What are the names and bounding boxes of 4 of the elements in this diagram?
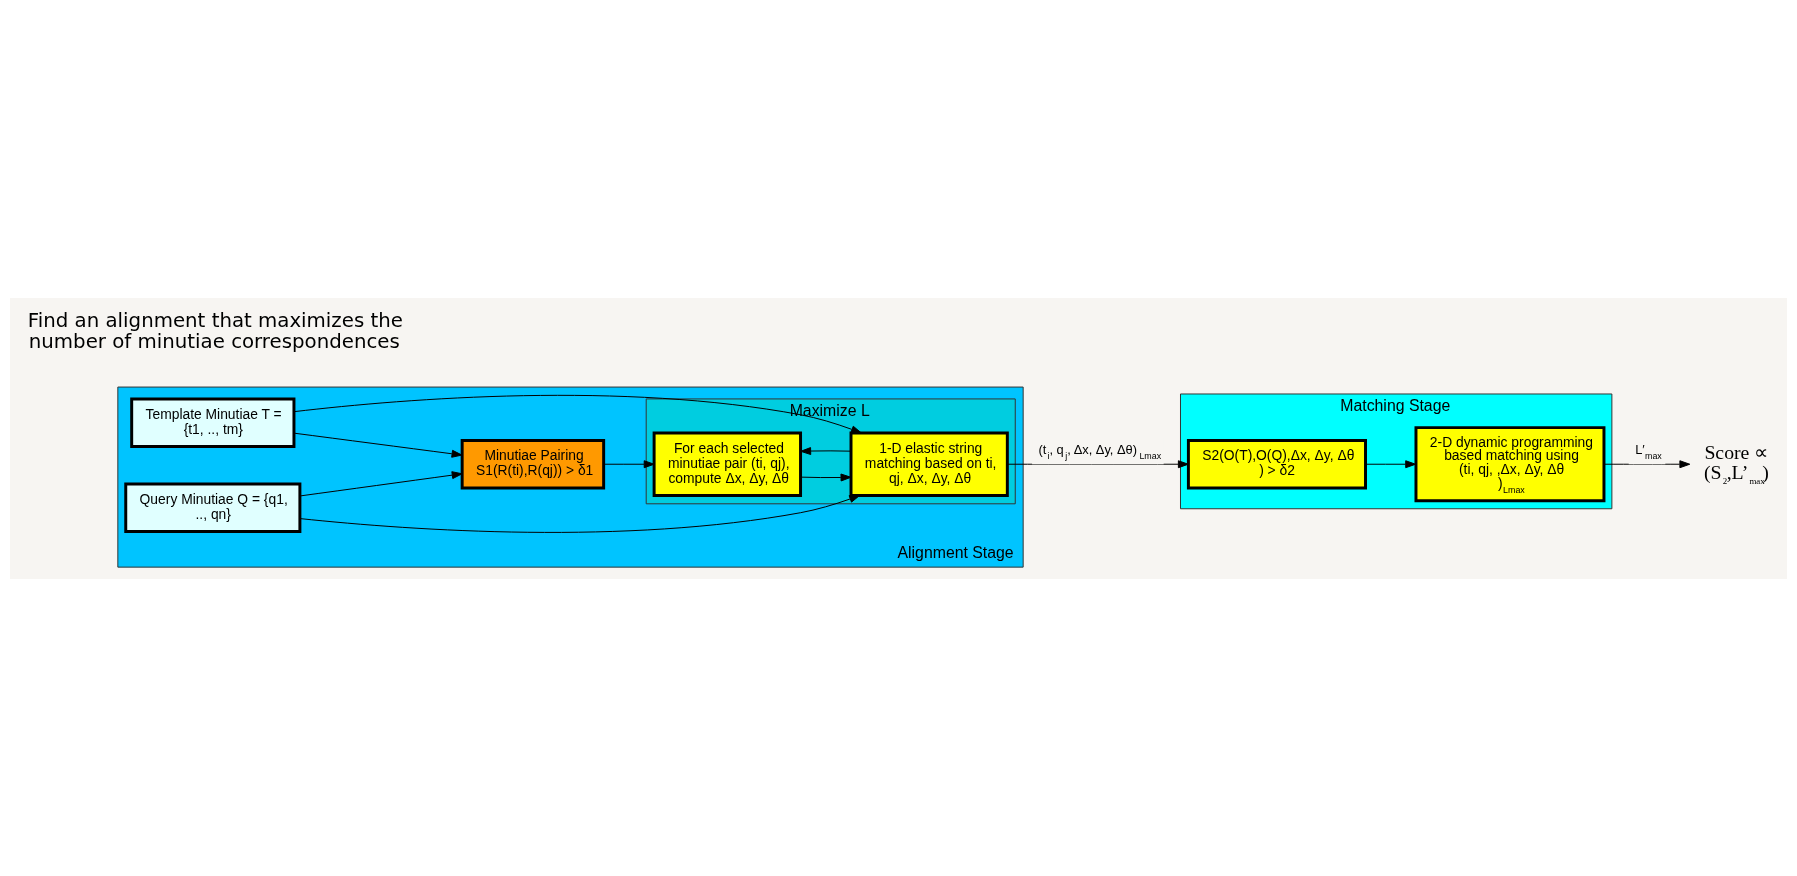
node-text: Score ∝ (S$_{2}$,L’$_{max}$) bbox=[1703, 440, 1769, 486]
edge-label: (t$_{i}$, q$_{j}$, Δx, Δy, Δθ)$_{Lmax}$ bbox=[1038, 441, 1162, 461]
edge-label: L′$_{max}$ bbox=[1635, 441, 1662, 461]
label: Find an alignment that maximizes the number of minutiae correspondences bbox=[27, 308, 403, 353]
